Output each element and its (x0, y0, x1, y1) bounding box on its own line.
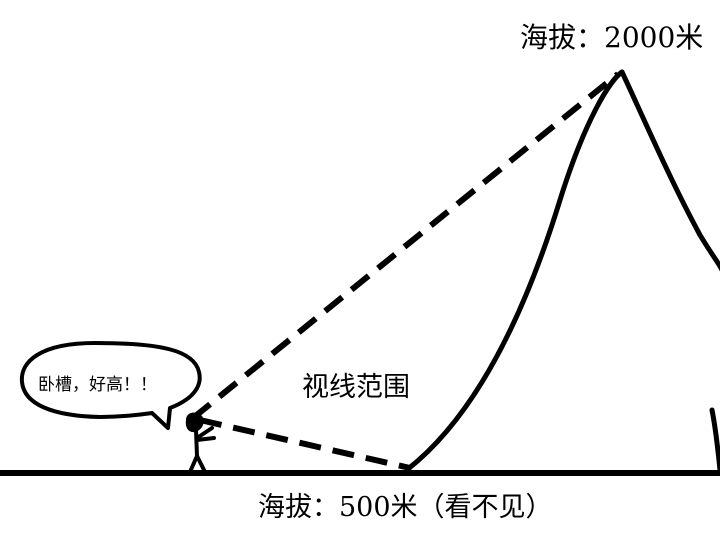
sight-line-to-base (199, 417, 411, 471)
mountain-right-base (709, 407, 720, 473)
peak-altitude-label: 海拔：2000米 (520, 21, 704, 54)
mountain-left-slope (405, 69, 625, 472)
speech-text: 卧槽，好高！！ (38, 375, 157, 395)
sight-range-label: 视线范围 (302, 372, 410, 403)
speech-bubble (19, 341, 202, 430)
stick-figure (185, 412, 216, 474)
mountain-right-slope (619, 69, 720, 272)
sight-line-to-peak (191, 71, 620, 421)
base-altitude-label: 海拔：500米（看不见） (258, 492, 553, 523)
